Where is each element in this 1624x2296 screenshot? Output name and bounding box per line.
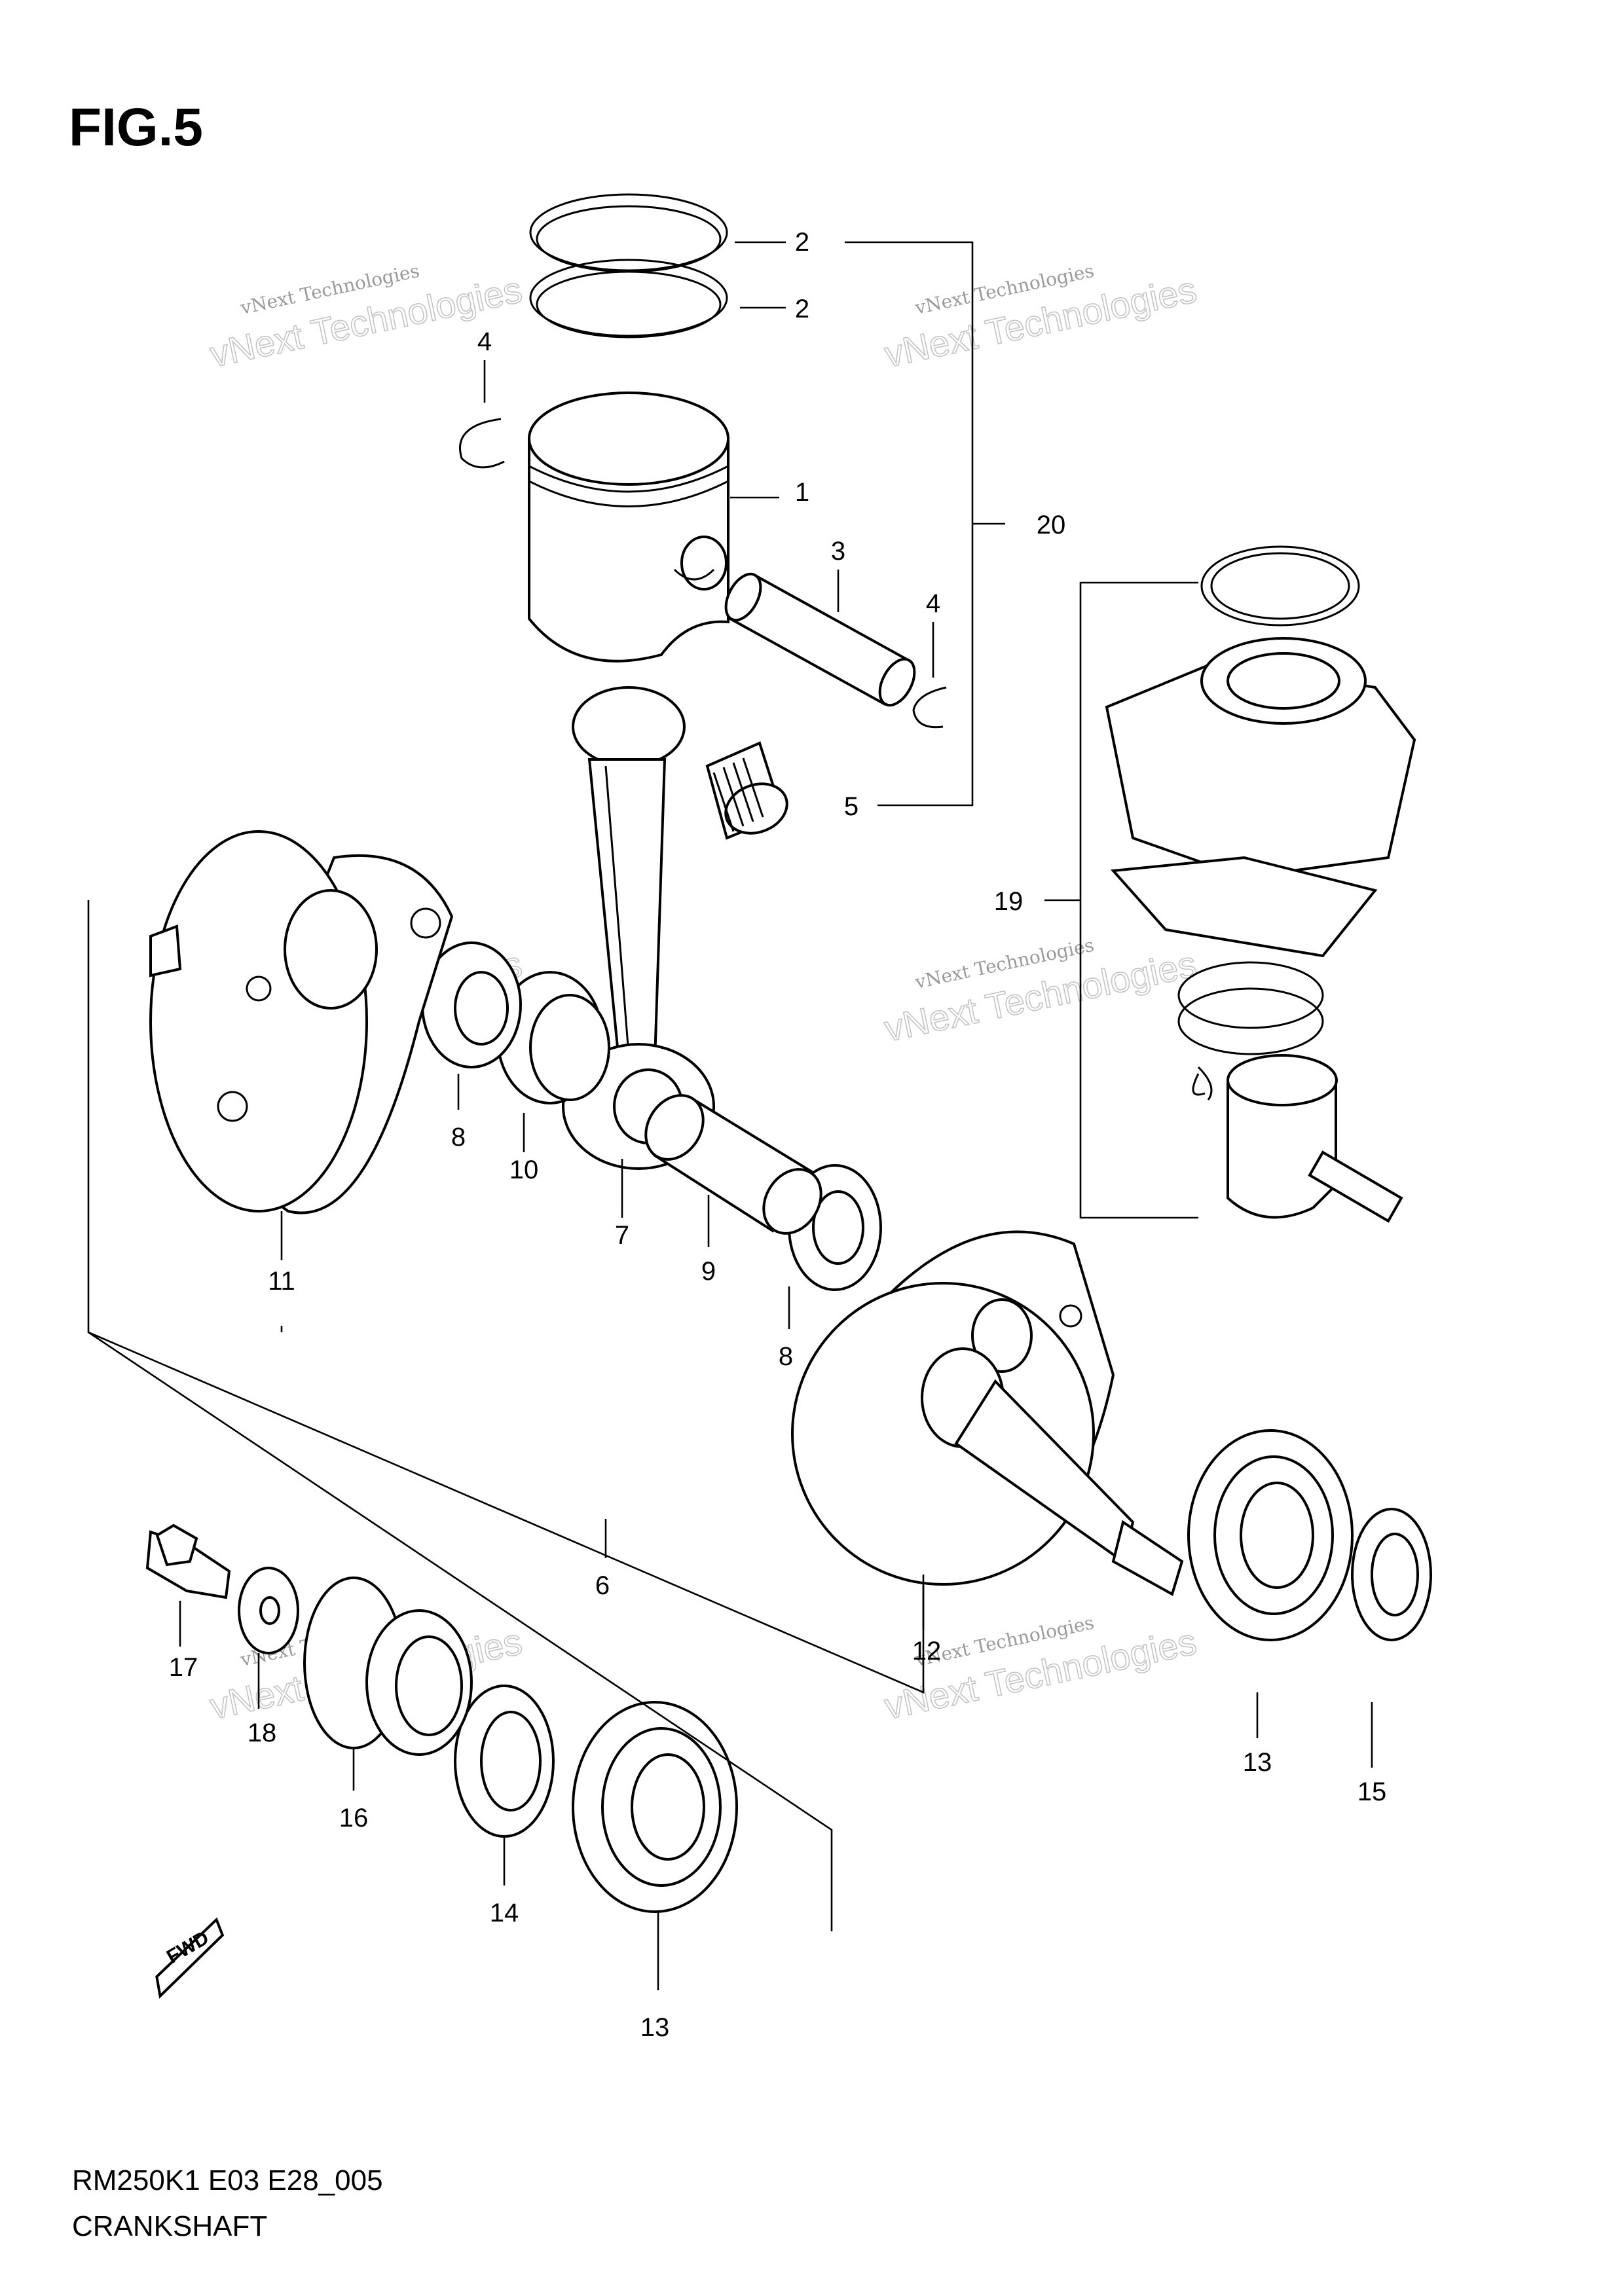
piston [528,392,729,663]
crank-wheel-left [149,830,454,1214]
primary-gear [303,1576,473,1756]
piston-pin [724,572,916,707]
callout-2-top: 2 [795,228,809,257]
circlip-right [912,686,947,729]
callout-4-right: 4 [926,589,940,618]
main-bearing-right [1187,1429,1354,1641]
cylinder-kit [1105,545,1416,1223]
callout-15: 15 [1357,1777,1387,1806]
callout-1: 1 [795,478,809,507]
footer-name: CRANKSHAFT [72,2210,267,2242]
oil-seal-right [1351,1508,1432,1641]
callout-5: 5 [844,792,858,821]
oil-seal-left [454,1685,555,1838]
crank-pin [644,1094,822,1235]
callout-14: 14 [490,1899,519,1927]
callout-2-bottom: 2 [795,295,809,323]
footer-code: RM250K1 E03 E28_005 [72,2164,383,2196]
figure-title: FIG.5 [69,98,203,157]
callout-12: 12 [912,1637,942,1666]
piston-rings [529,193,728,338]
callout-3: 3 [831,537,845,566]
main-bearing-left [572,1701,738,1913]
callout-13-right: 13 [1243,1748,1272,1777]
callout-7: 7 [615,1221,629,1250]
leader-lines [87,241,1373,1990]
washer-18 [238,1567,299,1654]
big-end-bearing [496,971,610,1104]
nut-17 [145,1523,231,1599]
callout-20: 20 [1037,511,1066,539]
callout-labels: 1 2 2 3 4 4 5 6 7 8 8 9 10 11 12 13 13 1… [169,228,1387,2042]
callout-16: 16 [339,1804,369,1832]
callout-17: 17 [169,1653,198,1682]
callout-13-left: 13 [640,2013,670,2042]
callout-4-left: 4 [477,327,492,356]
callout-10: 10 [509,1156,539,1184]
watermark-4: vNext Technologies vNext Technologies [880,934,1200,1050]
thrust-washer-left [421,941,522,1068]
callout-6: 6 [595,1571,610,1600]
callout-18: 18 [248,1719,277,1747]
callout-11: 11 [268,1267,295,1296]
callout-8-left: 8 [451,1123,466,1152]
circlip-left [459,418,505,469]
crank-wheel-right [791,1230,1184,1596]
callout-9: 9 [701,1257,716,1286]
watermark-2: vNext Technologies vNext Technologies [880,260,1200,376]
fwd-arrow-icon: FWD [155,1917,225,1999]
callout-8-right: 8 [779,1342,793,1371]
small-end-bearing [705,741,788,840]
callout-19: 19 [994,887,1024,916]
